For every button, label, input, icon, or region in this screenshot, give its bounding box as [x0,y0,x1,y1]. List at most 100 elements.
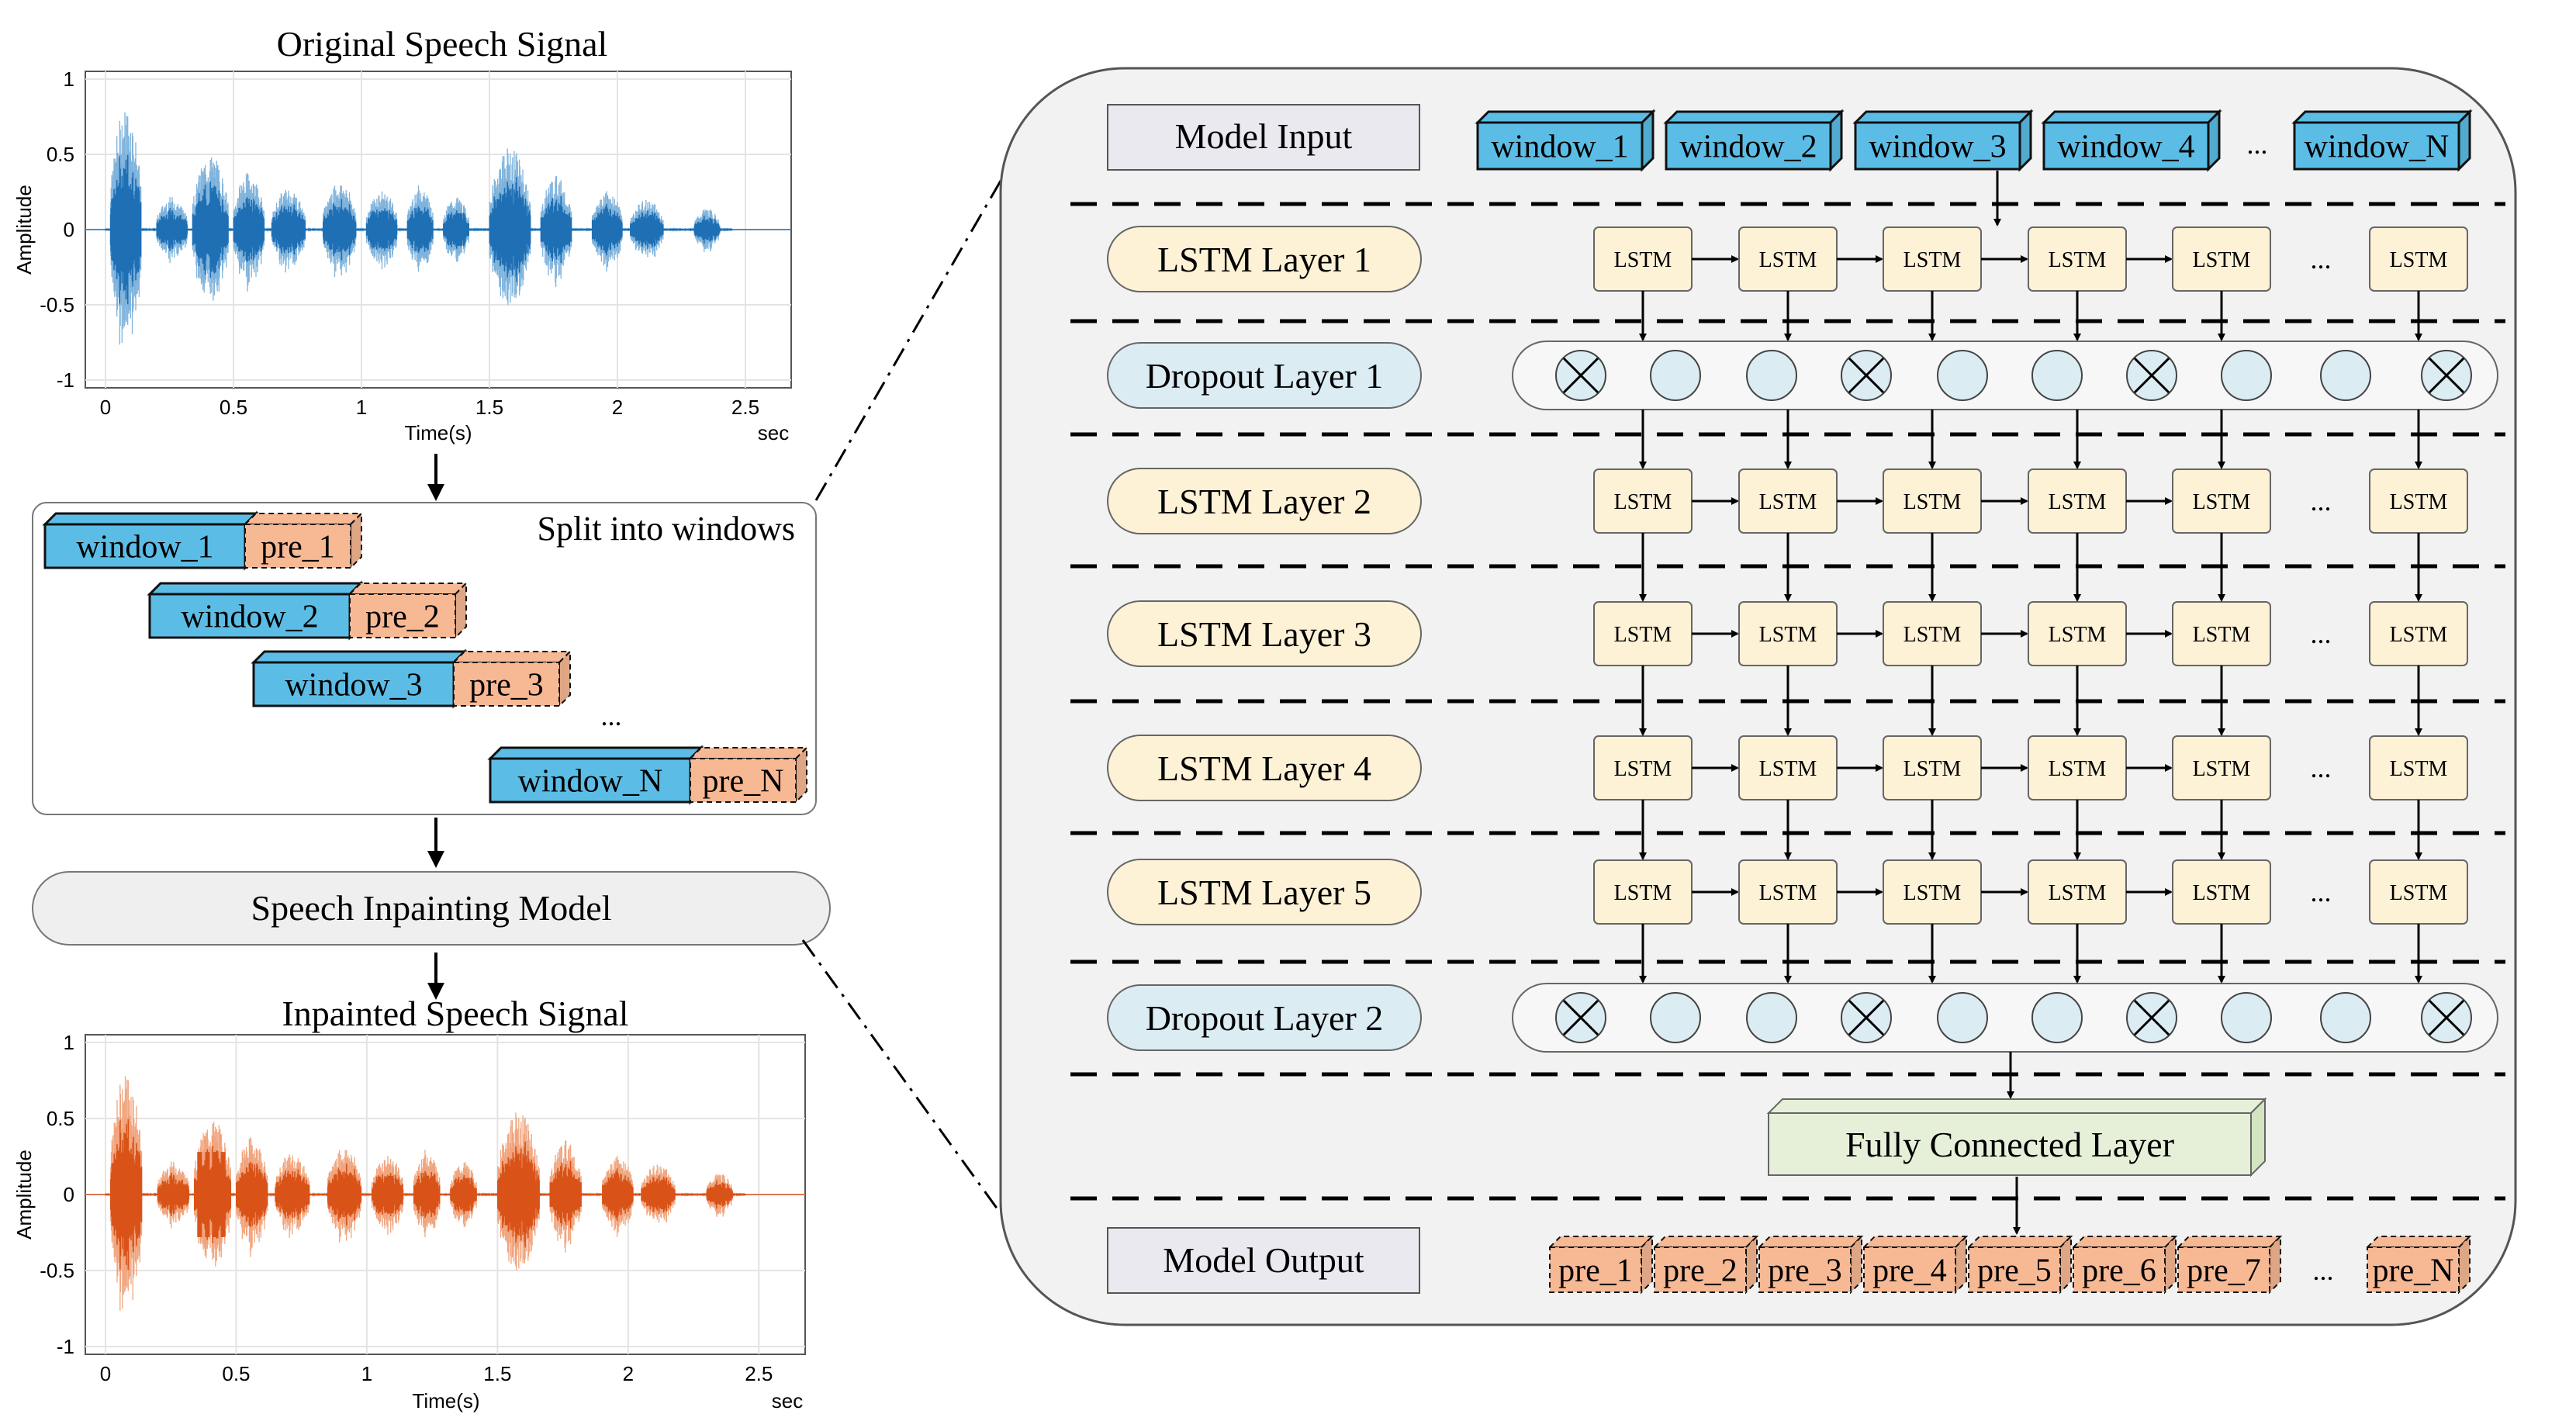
input-window_4-label: window_4 [2057,129,2194,164]
lstm-cell: LSTM [2028,735,2127,800]
split-window_N: window_N [487,745,704,805]
lstm-cell: LSTM [2172,735,2271,800]
output-pre_4: pre_4 [1862,1234,1969,1295]
split-window_1-label: window_1 [76,529,213,565]
output-pre_1: pre_1 [1547,1234,1655,1295]
lstm-cell-label: LSTM [1903,881,1962,905]
original-y-ticks: 10.50-0.5-1 [40,67,74,392]
input-window_2: window_2 [1663,109,1845,172]
lstm-cell: LSTM [1883,859,1982,925]
lstm-cell: LSTM [2369,469,2468,534]
lstm-cell: LSTM [2369,601,2468,666]
lstm-cell: LSTM [1593,469,1693,534]
lstm-cell-label: LSTM [2193,623,2251,647]
inpainted-x-unit: sec [772,1389,803,1412]
split-window_2-label: window_2 [181,599,318,634]
lstm-cell-label: LSTM [1614,490,1672,514]
x-tick-label: 0 [100,396,111,419]
output-pre_3: pre_3 [1757,1234,1864,1295]
x-tick-label: 1 [356,396,367,419]
lstm-cell: LSTM [2172,469,2271,534]
lstm-cell: LSTM [2028,601,2127,666]
lstm-cell: LSTM [1593,601,1693,666]
lstm-cell-label: LSTM [2049,490,2107,514]
kept-node [2031,992,2083,1043]
output-pre_7-label: pre_7 [2187,1253,2261,1288]
layer-label: LSTM Layer 4 [1157,749,1371,788]
lstm-cell-label: LSTM [1759,490,1817,514]
lstm-cell: LSTM [1593,735,1693,800]
lstm-cell: LSTM [2028,859,2127,925]
split-pre_1-label: pre_1 [261,529,335,565]
split-pre_3-label: pre_3 [469,667,544,703]
lstm-ellipsis: ... [2311,752,2332,783]
lstm-cell: LSTM [2172,859,2271,925]
original-plot-title: Original Speech Signal [277,24,608,64]
output-pre_5-label: pre_5 [1977,1253,2052,1288]
output-pre_5: pre_5 [1966,1234,2073,1295]
kept-node [2320,992,2371,1043]
split-pre_N-label: pre_N [703,763,784,799]
kept-node [1937,350,1988,401]
kept-node [1650,350,1701,401]
x-tick-label: 2 [623,1362,634,1385]
lstm-cell: LSTM [1593,859,1693,925]
output-pre_7: pre_7 [2176,1234,2283,1295]
lstm-cell-label: LSTM [1759,881,1817,905]
lstm-cell: LSTM [2369,859,2468,925]
lstm-cell-label: LSTM [1759,248,1817,272]
lstm-cell: LSTM [1883,469,1982,534]
lstm-cell: LSTM [2028,226,2127,292]
lstm-cell-label: LSTM [2193,881,2251,905]
lstm-cell: LSTM [2369,226,2468,292]
lstm-cell-label: LSTM [1614,757,1672,781]
inpainted-y-label: Amplitude [12,1150,36,1240]
input-window_1: window_1 [1475,109,1656,172]
input-ellipsis: ... [2247,129,2268,160]
fully-connected-layer: Fully Connected Layer [1766,1097,2267,1177]
split-window_3: window_3 [251,648,468,709]
input-window_N: window_N [2291,109,2473,172]
output-pre_6-label: pre_6 [2082,1253,2156,1288]
layer-label: Dropout Layer 2 [1146,998,1384,1038]
split-window_1: window_1 [42,510,259,571]
split-pre_N: pre_N [688,745,809,804]
lstm-cell-label: LSTM [1903,490,1962,514]
original-x-label: Time(s) [404,421,472,444]
split-window_2: window_2 [147,580,364,641]
layer-label: LSTM Layer 1 [1157,240,1371,279]
inpainted-waveform [85,1076,805,1311]
input-window_2-label: window_2 [1679,129,1817,164]
y-tick-label: 1 [64,1031,74,1054]
kept-node [2031,350,2083,401]
split-window_N-label: window_N [518,763,663,799]
input-window_4: window_4 [2041,109,2222,172]
input-window_3: window_3 [1852,109,2034,172]
lstm-cell: LSTM [1738,735,1838,800]
x-tick-label: 0.5 [220,396,247,419]
input-window_3-label: window_3 [1869,129,2006,164]
x-tick-label: 0 [100,1362,111,1385]
lstm-cell: LSTM [1738,226,1838,292]
kept-node [2221,350,2272,401]
output-pre_2-label: pre_2 [1663,1253,1738,1288]
speech-inpainting-model: Speech Inpainting Model [32,871,831,946]
output-ellipsis: ... [2313,1255,2334,1286]
lstm-ellipsis: ... [2311,618,2332,649]
original-waveform [85,112,791,345]
split-window_3-label: window_3 [285,667,422,703]
output-pre_4-label: pre_4 [1872,1253,1947,1288]
lstm-cell-label: LSTM [2049,881,2107,905]
y-tick-label: -0.5 [40,1259,74,1282]
kept-node [2320,350,2371,401]
y-tick-label: -1 [57,1335,74,1358]
original-y-label: Amplitude [12,185,36,275]
lstm-cell-label: LSTM [2390,881,2448,905]
lstm-cell: LSTM [2172,226,2271,292]
lstm-cell: LSTM [2369,735,2468,800]
